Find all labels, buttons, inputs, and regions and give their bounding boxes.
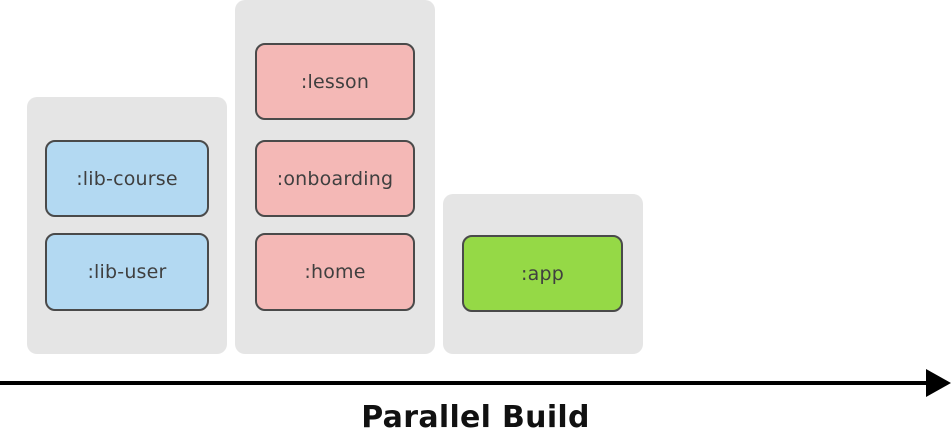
module-label: :lib-course — [76, 167, 178, 190]
module-lib-course: :lib-course — [45, 140, 209, 217]
timeline-arrow-head — [926, 369, 951, 397]
module-label: :lesson — [300, 70, 370, 93]
module-app: :app — [462, 235, 623, 312]
module-lib-user: :lib-user — [45, 233, 209, 311]
module-label: :lib-user — [87, 261, 167, 283]
module-home: :home — [255, 233, 415, 311]
timeline-arrow — [0, 369, 951, 397]
module-label: :home — [304, 261, 366, 283]
stage-1-group — [27, 97, 227, 354]
module-lesson: :lesson — [255, 43, 415, 120]
module-label: :app — [521, 262, 564, 285]
timeline-label: Parallel Build — [361, 400, 590, 435]
module-onboarding: :onboarding — [255, 140, 415, 217]
module-label: :onboarding — [276, 167, 394, 190]
